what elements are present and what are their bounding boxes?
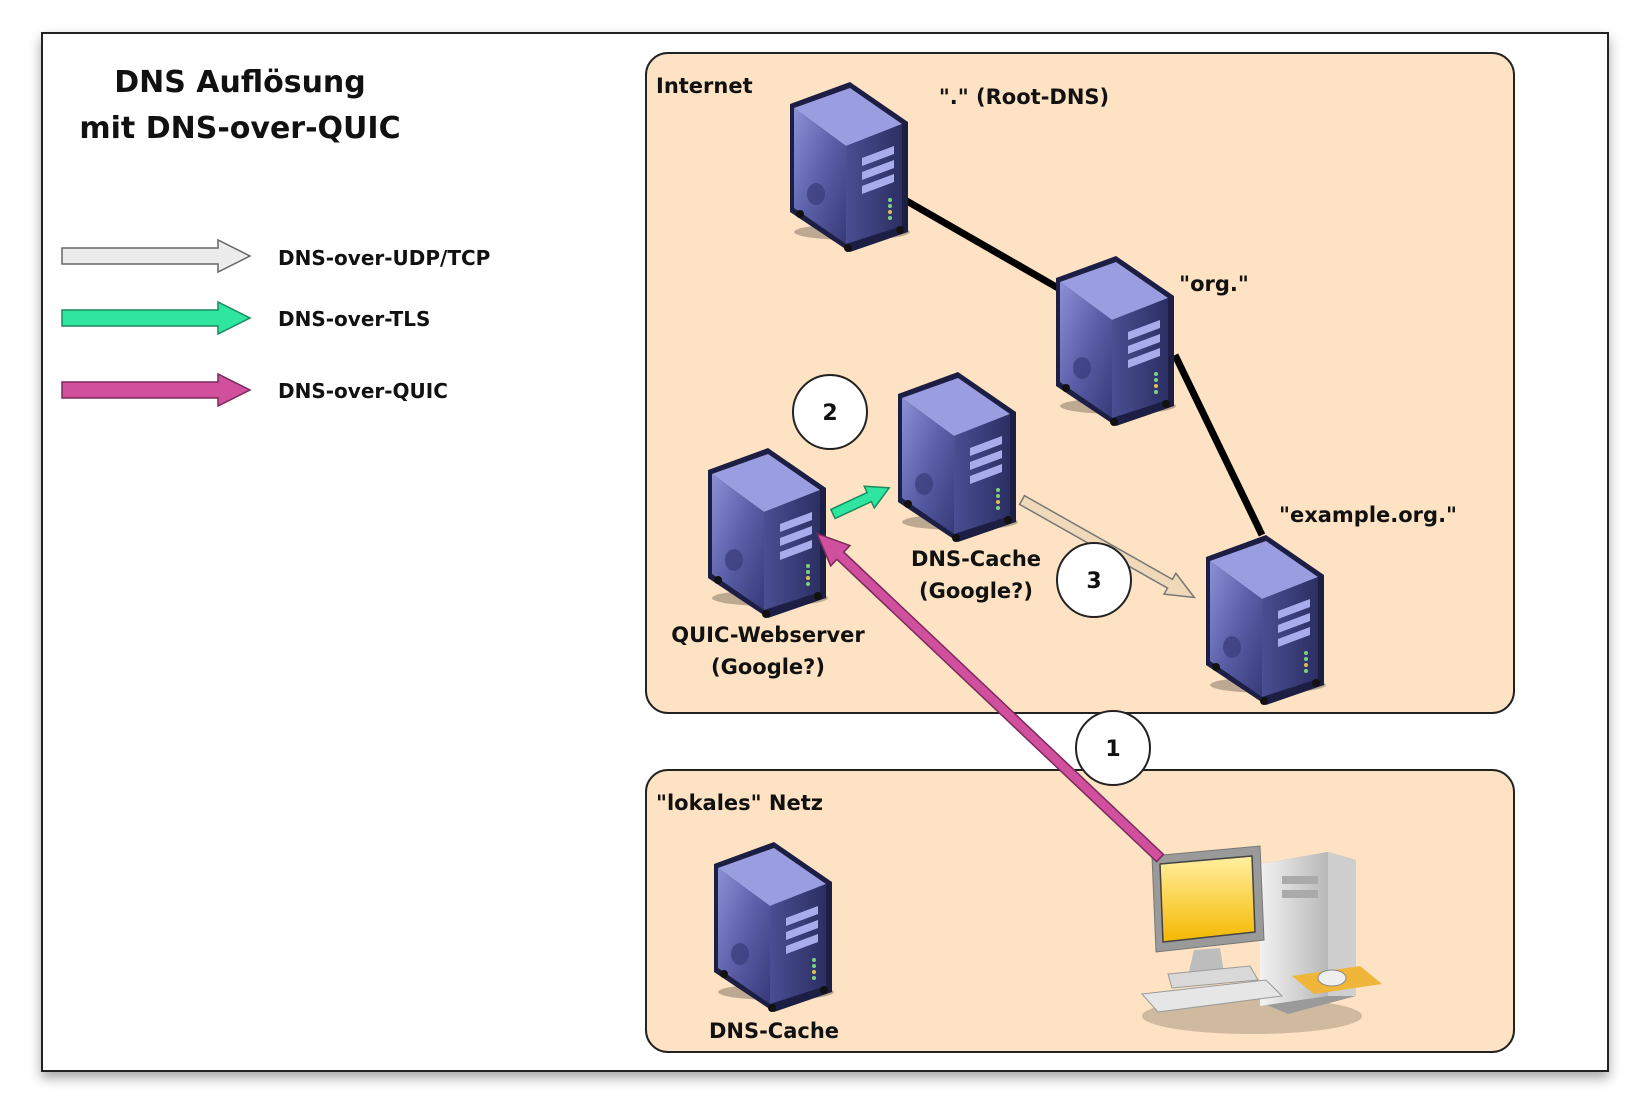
legend-item-tls: DNS-over-TLS (61, 300, 430, 336)
dns-cache-google-label-line-1: DNS-Cache (911, 547, 1041, 571)
link-org-example (1171, 353, 1266, 537)
step-badge-3: 3 (1056, 542, 1132, 618)
legend-arrow-green (61, 300, 252, 336)
legend-label-tls: DNS-over-TLS (278, 307, 430, 331)
legend-arrow-magenta (61, 372, 252, 408)
title-line-2: mit DNS-over-QUIC (79, 111, 400, 146)
dns-cache-google-label-line-2: (Google?) (919, 579, 1033, 603)
legend-item-quic: DNS-over-QUIC (61, 372, 448, 408)
step-badge-3-label: 3 (1086, 569, 1101, 594)
arrow-tls (829, 485, 891, 520)
step-badge-1: 1 (1075, 710, 1151, 786)
local-zone-label: "lokales" Netz (656, 791, 823, 815)
step-badge-2-label: 2 (822, 401, 837, 426)
legend-label-quic: DNS-over-QUIC (278, 379, 448, 403)
legend-label-udp-tcp: DNS-over-UDP/TCP (278, 246, 490, 270)
root-dns-label: "." (Root-DNS) (939, 85, 1109, 109)
example-dns-label: "example.org." (1279, 503, 1457, 527)
quic-webserver-label-line-1: QUIC-Webserver (671, 623, 865, 647)
legend-item-udp-tcp: DNS-over-UDP/TCP (61, 238, 490, 274)
step-badge-1-label: 1 (1105, 737, 1120, 762)
internet-zone-label: Internet (656, 74, 753, 98)
step-badge-2: 2 (792, 374, 868, 450)
local-dns-cache-label: DNS-Cache (709, 1019, 839, 1043)
quic-webserver-label-line-2: (Google?) (711, 655, 825, 679)
arrow-quic (815, 532, 1165, 863)
legend: DNS-over-UDP/TCP DNS-over-TLS DNS-over-Q… (61, 238, 490, 408)
legend-arrow-gray (61, 238, 252, 274)
client-computer (1140, 845, 1382, 1034)
title-line-1: DNS Auflösung (114, 65, 366, 100)
link-root-org (903, 196, 1067, 296)
org-dns-label: "org." (1179, 272, 1249, 296)
